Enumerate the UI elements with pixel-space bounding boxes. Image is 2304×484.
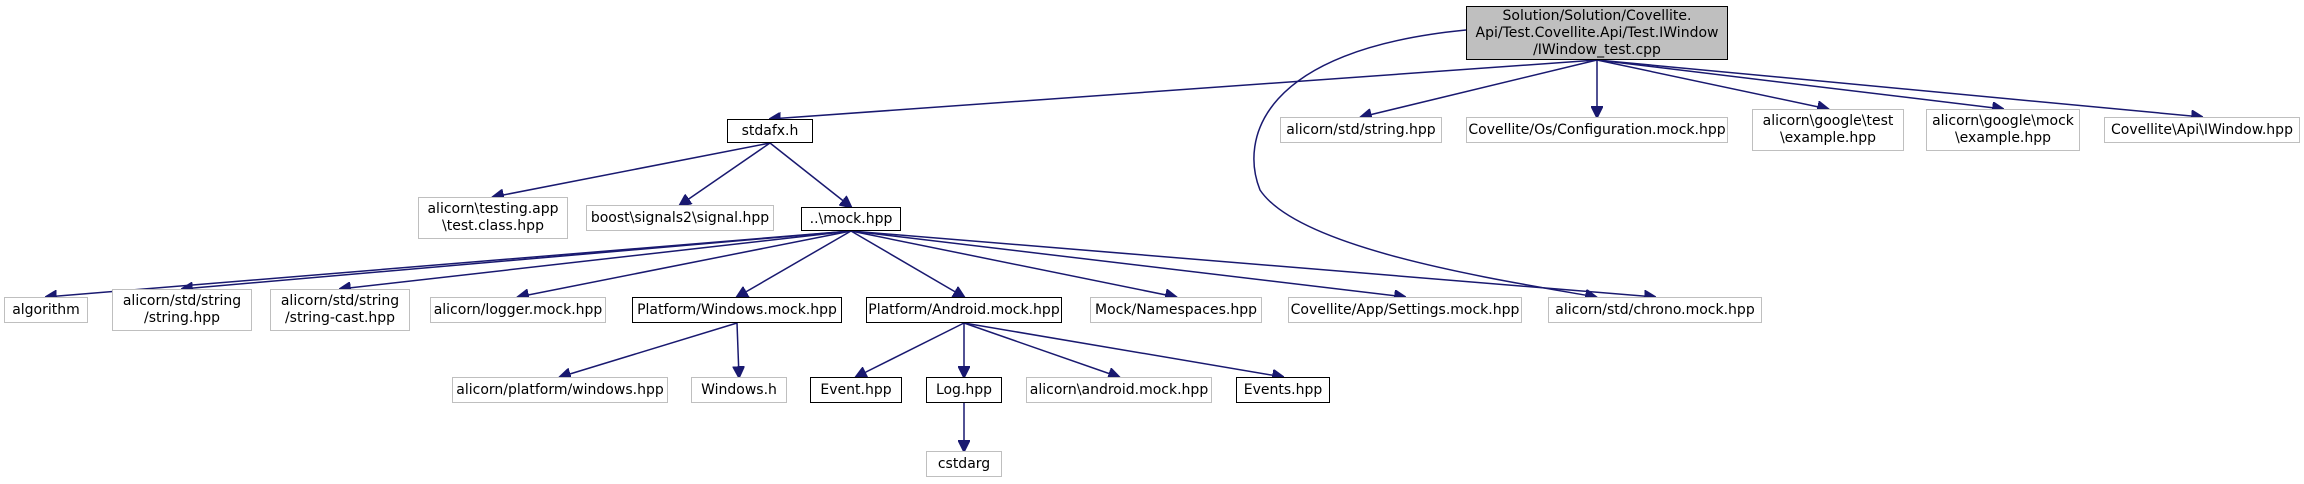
node-platform-windows[interactable]: alicorn/platform/windows.hpp	[452, 377, 668, 403]
node-label-line: Log.hpp	[935, 381, 993, 398]
node-settings-mock[interactable]: Covellite/App/Settings.mock.hpp	[1288, 297, 1522, 323]
node-signal[interactable]: boost\signals2\signal.hpp	[586, 205, 774, 231]
node-label-line: stdafx.h	[741, 122, 799, 139]
node-label-line: Solution/Solution/Covellite.	[1502, 7, 1692, 24]
node-label-line: Covellite/Os/Configuration.mock.hpp	[1468, 121, 1726, 138]
edge-mock-to-logger-mock	[518, 230, 852, 297]
node-android-mock2[interactable]: alicorn\android.mock.hpp	[1026, 377, 1212, 403]
node-label-line: Windows.h	[701, 381, 777, 398]
node-testing-app[interactable]: alicorn\testing.app\test.class.hpp	[418, 197, 568, 239]
node-label-line: Platform/Windows.mock.hpp	[637, 301, 837, 318]
node-label-line: alicorn/std/string	[122, 293, 242, 309]
node-log[interactable]: Log.hpp	[926, 377, 1002, 403]
node-label-line: Covellite/App/Settings.mock.hpp	[1290, 301, 1520, 318]
node-label-line: alicorn/logger.mock.hpp	[433, 301, 603, 318]
edge-stdafx-to-mock	[769, 142, 851, 207]
node-label-line: cstdarg	[937, 455, 991, 472]
node-label-line: alicorn\google\mock	[1932, 113, 2074, 129]
node-label-line: alicorn/std/chrono.mock.hpp	[1555, 301, 1755, 318]
node-namespaces[interactable]: Mock/Namespaces.hpp	[1090, 297, 1262, 323]
node-events[interactable]: Events.hpp	[1236, 377, 1330, 403]
edge-mock-to-chrono-mock	[850, 230, 1655, 297]
node-label-line: /IWindow_test.cpp	[1533, 41, 1661, 58]
node-std-string[interactable]: alicorn/std/string.hpp	[1280, 117, 1442, 143]
node-stdafx[interactable]: stdafx.h	[727, 119, 813, 143]
node-string-hpp[interactable]: alicorn/std/string/string.hpp	[112, 289, 252, 331]
node-label-line: alicorn\testing.app	[427, 201, 559, 217]
edge-mock-to-windows-mock	[737, 230, 852, 297]
edge-root-to-std-string	[1361, 59, 1598, 117]
node-label-line: alicorn\android.mock.hpp	[1029, 381, 1209, 398]
node-label-line: ..\mock.hpp	[809, 210, 893, 227]
edge-root-to-iwindow	[1596, 59, 2202, 117]
node-windows-mock[interactable]: Platform/Windows.mock.hpp	[632, 297, 842, 323]
edge-mock-to-settings-mock	[850, 230, 1405, 297]
node-event[interactable]: Event.hpp	[810, 377, 902, 403]
node-label-line: Mock/Namespaces.hpp	[1095, 301, 1257, 318]
node-algorithm[interactable]: algorithm	[4, 297, 88, 323]
edge-root-to-google-mock	[1596, 59, 2003, 109]
node-google-mock[interactable]: alicorn\google\mock\example.hpp	[1926, 109, 2080, 151]
node-iwindow[interactable]: Covellite\Api\IWindow.hpp	[2104, 117, 2300, 143]
node-label-line: Event.hpp	[820, 381, 892, 398]
node-root[interactable]: Solution/Solution/Covellite.Api/Test.Cov…	[1466, 6, 1728, 60]
node-label-line: Events.hpp	[1243, 381, 1323, 398]
edge-windows-mock-to-windows-h	[737, 322, 739, 377]
node-label-line: alicorn\google\test	[1762, 113, 1894, 129]
edge-android-mock-to-event	[856, 322, 965, 377]
node-google-test[interactable]: alicorn\google\test\example.hpp	[1752, 109, 1904, 151]
node-label-line: boost\signals2\signal.hpp	[590, 209, 770, 226]
node-windows-h[interactable]: Windows.h	[691, 377, 787, 403]
node-mock[interactable]: ..\mock.hpp	[801, 207, 901, 231]
node-label-line: Platform/Android.mock.hpp	[868, 301, 1060, 318]
edge-root-to-google-test	[1596, 59, 1828, 109]
edge-windows-mock-to-platform-windows	[560, 322, 738, 377]
node-label-line: \example.hpp	[1779, 130, 1877, 146]
edge-stdafx-to-signal	[680, 142, 771, 205]
node-label-line: alicorn/std/string	[280, 293, 400, 309]
edge-mock-to-namespaces	[850, 230, 1176, 297]
node-label-line: Api/Test.Covellite.Api/Test.IWindow	[1475, 24, 1719, 41]
edge-android-mock-to-events	[963, 322, 1283, 377]
node-label-line: alicorn/std/string.hpp	[1286, 121, 1436, 138]
node-label-line: \example.hpp	[1954, 130, 2052, 146]
edge-layer	[46, 29, 2202, 451]
edge-root-to-chrono-mock	[1253, 29, 1596, 297]
node-configuration-mock[interactable]: Covellite/Os/Configuration.mock.hpp	[1466, 117, 1728, 143]
edge-root-to-stdafx	[770, 59, 1598, 119]
node-label-line: alicorn/platform/windows.hpp	[456, 381, 664, 398]
edge-android-mock-to-android-mock2	[963, 322, 1119, 377]
edge-mock-to-string-cast	[340, 230, 852, 289]
node-label-line: \test.class.hpp	[442, 218, 544, 234]
edge-stdafx-to-testing-app	[493, 142, 771, 197]
node-logger-mock[interactable]: alicorn/logger.mock.hpp	[430, 297, 606, 323]
node-android-mock[interactable]: Platform/Android.mock.hpp	[866, 297, 1062, 323]
node-string-cast[interactable]: alicorn/std/string/string-cast.hpp	[270, 289, 410, 331]
node-cstdarg[interactable]: cstdarg	[926, 451, 1002, 477]
edge-mock-to-android-mock	[850, 230, 964, 297]
node-label-line: /string.hpp	[143, 310, 220, 326]
node-label-line: Covellite\Api\IWindow.hpp	[2111, 121, 2293, 138]
edge-mock-to-string-hpp	[182, 230, 852, 289]
node-label-line: /string-cast.hpp	[284, 310, 396, 326]
node-label-line: algorithm	[12, 301, 80, 318]
node-chrono-mock[interactable]: alicorn/std/chrono.mock.hpp	[1548, 297, 1762, 323]
